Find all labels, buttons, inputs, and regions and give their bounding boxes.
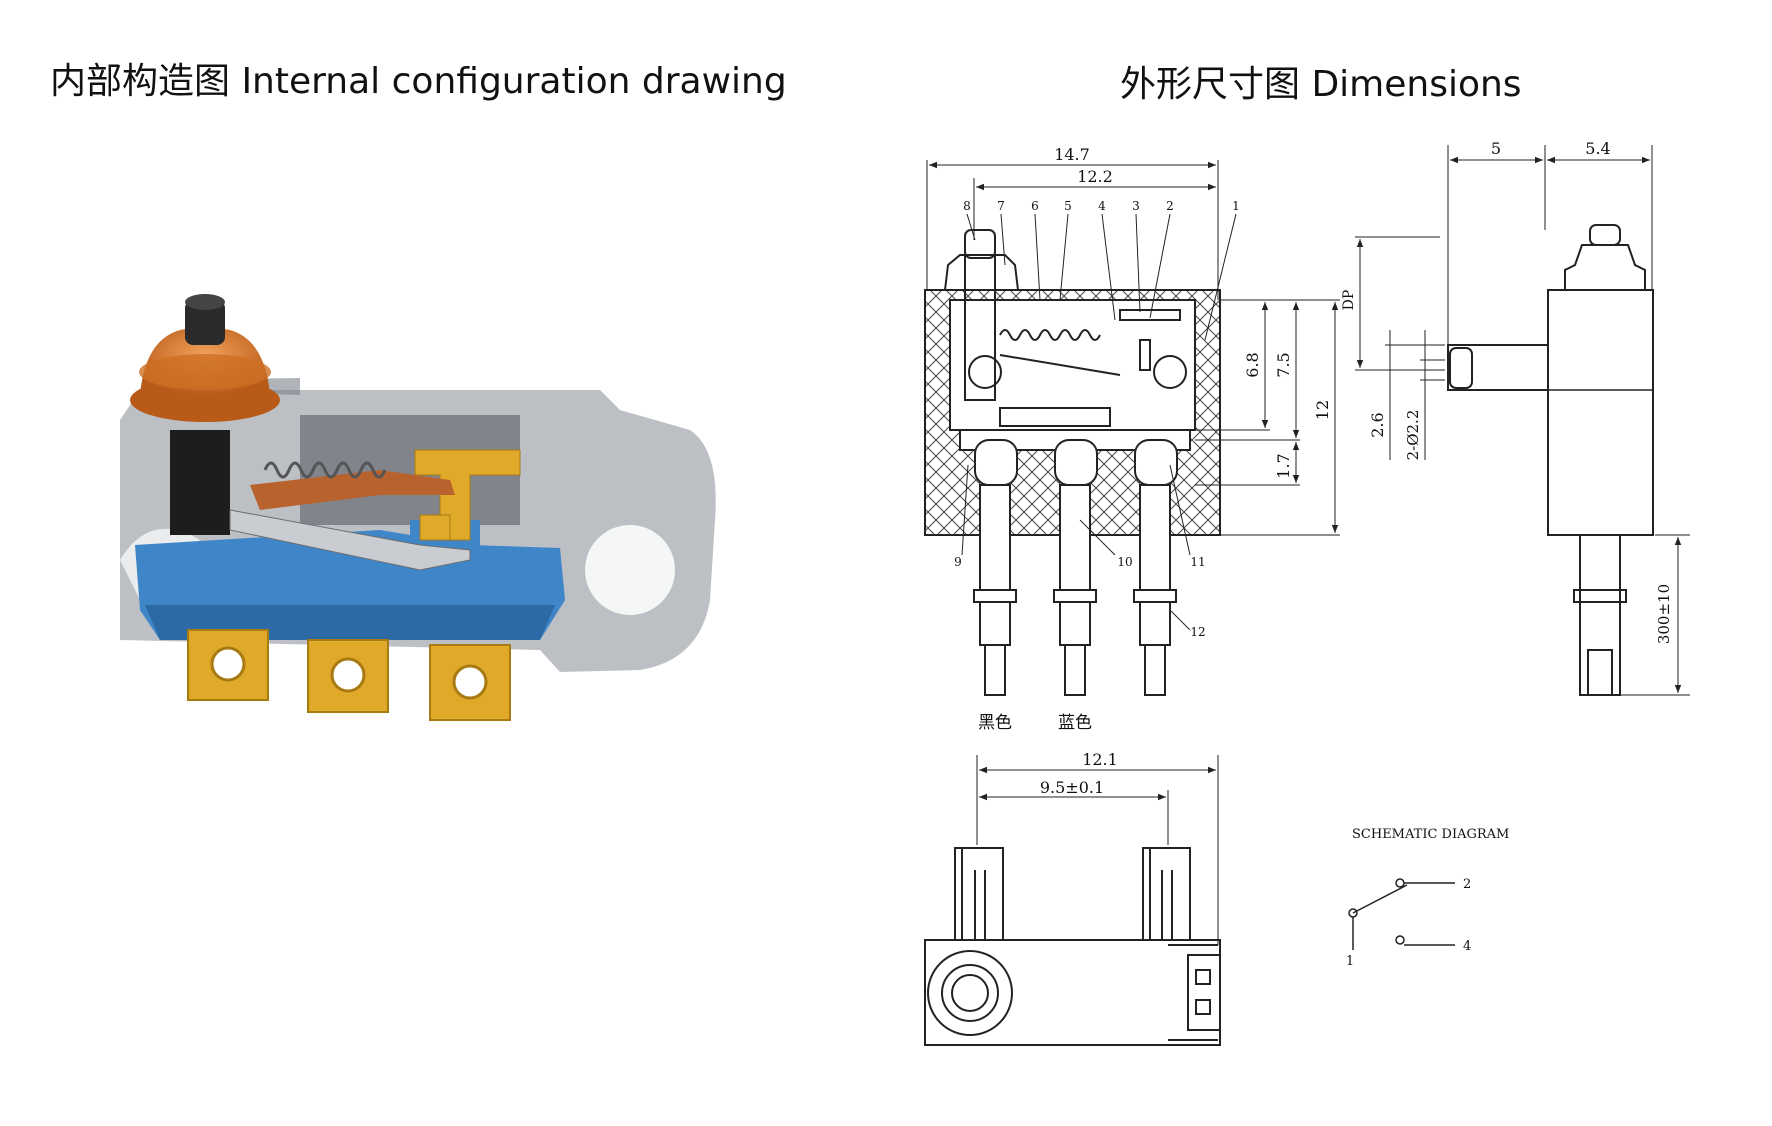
bottom-view-labels: 12.1 9.5±0.1: [1040, 750, 1118, 797]
part-number-8: 8: [963, 199, 971, 213]
part-number-11: 11: [1190, 555, 1205, 569]
bottom-view: [924, 755, 1221, 1046]
dim-5-4: 5.4: [1585, 139, 1610, 158]
wire-label-blue: 蓝色: [1058, 713, 1092, 733]
schematic-labels: SCHEMATIC DIAGRAM 1 2 4: [1346, 827, 1510, 969]
dim-6-8: 6.8: [1243, 352, 1262, 377]
part-number-7: 7: [997, 199, 1005, 213]
schematic-title: SCHEMATIC DIAGRAM: [1352, 827, 1509, 842]
dim-cable-length: 300±10: [1655, 584, 1673, 644]
part-number-2: 2: [1166, 199, 1174, 213]
part-number-9: 9: [954, 555, 962, 569]
part-number-10: 10: [1117, 555, 1132, 569]
part-number-5: 5: [1064, 199, 1072, 213]
copper-lever: [250, 470, 455, 510]
part-number-4: 4: [1098, 199, 1106, 213]
internal-drawing-title: 内部构造图 Internal configuration drawing: [50, 61, 787, 102]
dim-hole: 2-Ø2.2: [1404, 410, 1422, 461]
dimensions-title: 外形尺寸图 Dimensions: [1120, 64, 1522, 105]
dim-pitch: 9.5±0.1: [1040, 778, 1104, 797]
front-section-view: [924, 160, 1340, 696]
schematic-diagram: [1348, 878, 1455, 950]
terminal-pins: [973, 439, 1178, 696]
dim-2-6: 2.6: [1368, 412, 1387, 437]
coil-spring: [263, 461, 387, 479]
side-view-labels: 5 5.4 DP 2.6 2-Ø2.2 300±10: [1341, 139, 1673, 644]
dim-5: 5: [1491, 139, 1501, 158]
dim-dp: DP: [1341, 290, 1357, 311]
terminal-1-label: 1: [1346, 954, 1354, 969]
dim-12: 12: [1313, 400, 1332, 420]
dim-14-7: 14.7: [1054, 145, 1090, 164]
part-number-1: 1: [1232, 199, 1240, 213]
front-view-labels: 14.7 12.2 8 7 6 5 4 3 2 1 9 10 11 12 6.8…: [954, 145, 1332, 733]
dim-7-5: 7.5: [1274, 352, 1293, 377]
terminal-tabs: [187, 629, 511, 721]
part-number-12: 12: [1190, 625, 1205, 639]
mounting-hole: [585, 525, 675, 615]
dim-12-2: 12.2: [1077, 167, 1113, 186]
plunger-column: [170, 430, 230, 535]
dim-12-1: 12.1: [1082, 750, 1118, 769]
terminal-4-label: 4: [1463, 939, 1471, 954]
side-view: [1355, 145, 1690, 696]
part-number-6: 6: [1031, 199, 1039, 213]
internal-configuration-illustration: [120, 294, 716, 721]
dim-1-7: 1.7: [1274, 453, 1293, 478]
terminal-2-label: 2: [1463, 877, 1471, 892]
plunger-button: [185, 300, 225, 345]
part-number-3: 3: [1132, 199, 1140, 213]
wire-label-black: 黑色: [978, 713, 1012, 733]
